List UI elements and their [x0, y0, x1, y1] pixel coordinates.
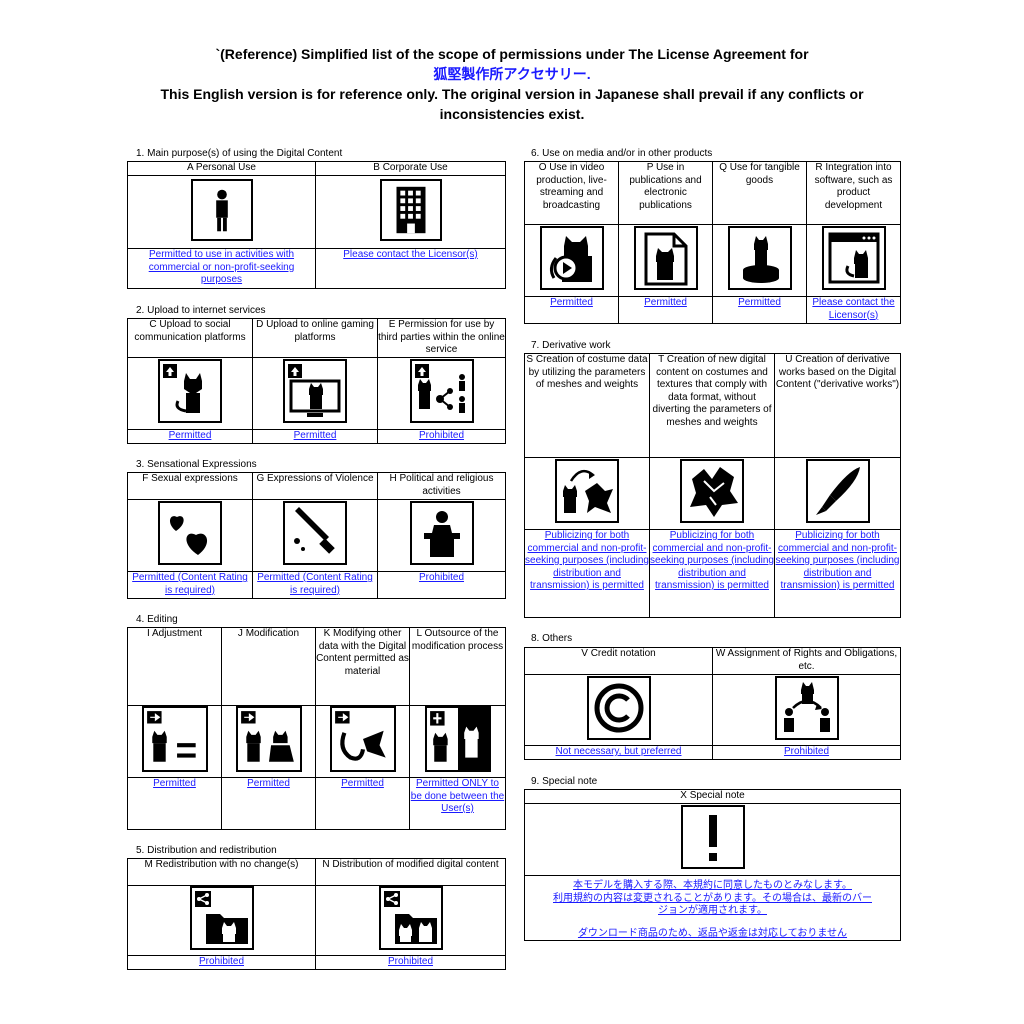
- section-3-table: F Sexual expressions G Expressions of Vi…: [127, 472, 506, 599]
- result-t[interactable]: Publicizing for both commercial and non-…: [649, 529, 775, 618]
- outsource-icon: [424, 706, 491, 773]
- result-a[interactable]: Permitted to use in activities with comm…: [127, 248, 316, 289]
- video-cat-icon: [539, 226, 604, 291]
- label-f: F Sexual expressions: [127, 472, 253, 500]
- person-icon: [190, 178, 253, 241]
- header-line-3: This English version is for reference on…: [160, 86, 864, 102]
- section-7-title: 7. Derivative work: [531, 340, 611, 351]
- result-r[interactable]: Please contact the Licensor(s): [806, 296, 901, 324]
- section-9-table: X Special note 本モデルを購入する際、本規約に同意したものとみなし…: [524, 789, 901, 941]
- result-i[interactable]: Permitted: [127, 777, 222, 830]
- section-2-table: C Upload to social communication platfor…: [127, 318, 506, 444]
- software-window-icon: [821, 226, 886, 291]
- label-d: D Upload to online gaming platforms: [252, 318, 378, 358]
- result-n[interactable]: Prohibited: [315, 955, 506, 970]
- document-cat-icon: [633, 226, 698, 291]
- special-note-line-3: ジョンが適用されます。: [658, 905, 767, 916]
- upload-cat-icon: [158, 359, 222, 424]
- figure-icon: [727, 226, 792, 291]
- result-f[interactable]: Permitted (Content Rating is required): [127, 571, 253, 599]
- section-2-title: 2. Upload to internet services: [136, 305, 266, 316]
- label-m: M Redistribution with no change(s): [127, 858, 316, 886]
- product-name: 狐堅製作所アクセサリー.: [433, 66, 591, 82]
- header-line-4: inconsistencies exist.: [439, 106, 585, 122]
- costume-icon: [555, 459, 619, 524]
- exclamation-icon: [680, 805, 745, 870]
- upload-monitor-cat-icon: [283, 359, 347, 424]
- section-7-table: S Creation of costume data by utilizing …: [524, 353, 901, 618]
- result-g[interactable]: Permitted (Content Rating is required): [252, 571, 378, 599]
- label-t: T Creation of new digital content on cos…: [649, 353, 775, 458]
- adjust-cat-icon: [141, 706, 208, 773]
- pen-icon: [805, 459, 870, 524]
- section-5-table: M Redistribution with no change(s) N Dis…: [127, 858, 506, 970]
- label-p: P Use in publications and electronic pub…: [618, 161, 713, 225]
- label-n: N Distribution of modified digital conte…: [315, 858, 506, 886]
- section-1-title: 1. Main purpose(s) of using the Digital …: [136, 148, 343, 159]
- result-e[interactable]: Prohibited: [377, 429, 506, 444]
- header-line-1: `(Reference) Simplified list of the scop…: [215, 46, 809, 62]
- document-header: `(Reference) Simplified list of the scop…: [0, 44, 1024, 124]
- label-s: S Creation of costume data by utilizing …: [524, 353, 650, 458]
- modify-cat-icon: [235, 706, 302, 773]
- knife-icon: [283, 501, 347, 566]
- section-8-table: V Credit notation W Assignment of Rights…: [524, 647, 901, 760]
- label-h: H Political and religious activities: [377, 472, 506, 500]
- result-q[interactable]: Permitted: [712, 296, 807, 324]
- share-modified-icon: [378, 886, 443, 951]
- section-6-table: O Use in video production, live-streamin…: [524, 161, 901, 324]
- result-s[interactable]: Publicizing for both commercial and non-…: [524, 529, 650, 618]
- label-c: C Upload to social communication platfor…: [127, 318, 253, 358]
- label-u: U Creation of derivative works based on …: [774, 353, 901, 458]
- label-r: R Integration into software, such as pro…: [806, 161, 901, 225]
- result-m[interactable]: Prohibited: [127, 955, 316, 970]
- section-1-table: A Personal Use B Corporate Use Permitted…: [127, 161, 506, 289]
- label-i: I Adjustment: [127, 627, 222, 706]
- section-3-title: 3. Sensational Expressions: [136, 459, 257, 470]
- label-l: L Outsource of the modification process: [409, 627, 506, 706]
- section-9-title: 9. Special note: [531, 776, 598, 787]
- label-g: G Expressions of Violence: [252, 472, 378, 500]
- label-v: V Credit notation: [524, 647, 713, 675]
- result-u[interactable]: Publicizing for both commercial and non-…: [774, 529, 901, 618]
- share-people-icon: [409, 359, 474, 424]
- result-b[interactable]: Please contact the Licensor(s): [315, 248, 506, 289]
- section-4-title: 4. Editing: [136, 614, 178, 625]
- result-v[interactable]: Not necessary, but preferred: [524, 745, 713, 760]
- result-k[interactable]: Permitted: [315, 777, 410, 830]
- label-b: B Corporate Use: [315, 161, 506, 176]
- transfer-icon: [774, 675, 839, 740]
- copyright-icon: [586, 675, 651, 740]
- hearts-icon: [158, 501, 222, 566]
- building-icon: [379, 178, 442, 241]
- label-x: X Special note: [524, 789, 901, 804]
- material-icon: [329, 706, 396, 773]
- share-folder-icon: [189, 886, 254, 951]
- section-5-title: 5. Distribution and redistribution: [136, 845, 277, 856]
- result-o[interactable]: Permitted: [524, 296, 619, 324]
- result-p[interactable]: Permitted: [618, 296, 713, 324]
- special-note-line-4: ダウンロード商品のため、返品や返金は対応しておりません: [577, 927, 848, 939]
- result-d[interactable]: Permitted: [252, 429, 378, 444]
- label-w: W Assignment of Rights and Obligations, …: [712, 647, 901, 675]
- special-note: 本モデルを購入する際、本規約に同意したものとみなします。 利用規約の内容は変更さ…: [524, 875, 901, 941]
- label-q: Q Use for tangible goods: [712, 161, 807, 225]
- section-4-table: I Adjustment J Modification K Modifying …: [127, 627, 506, 830]
- result-j[interactable]: Permitted: [221, 777, 316, 830]
- podium-icon: [409, 501, 474, 566]
- result-c[interactable]: Permitted: [127, 429, 253, 444]
- label-o: O Use in video production, live-streamin…: [524, 161, 619, 225]
- section-8-title: 8. Others: [531, 633, 573, 644]
- label-e: E Permission for use by third parties wi…: [377, 318, 506, 358]
- special-note-line-1: 本モデルを購入する際、本規約に同意したものとみなします。: [573, 880, 852, 891]
- section-6-title: 6. Use on media and/or in other products: [531, 148, 713, 159]
- result-w[interactable]: Prohibited: [712, 745, 901, 760]
- texture-icon: [680, 459, 744, 524]
- label-k: K Modifying other data with the Digital …: [315, 627, 410, 706]
- label-a: A Personal Use: [127, 161, 316, 176]
- result-h[interactable]: Prohibited: [377, 571, 506, 599]
- special-note-line-2: 利用規約の内容は変更されることがあります。その場合は、最新のバー: [553, 892, 872, 904]
- label-j: J Modification: [221, 627, 316, 706]
- result-l[interactable]: Permitted ONLY to be done between the Us…: [409, 777, 506, 830]
